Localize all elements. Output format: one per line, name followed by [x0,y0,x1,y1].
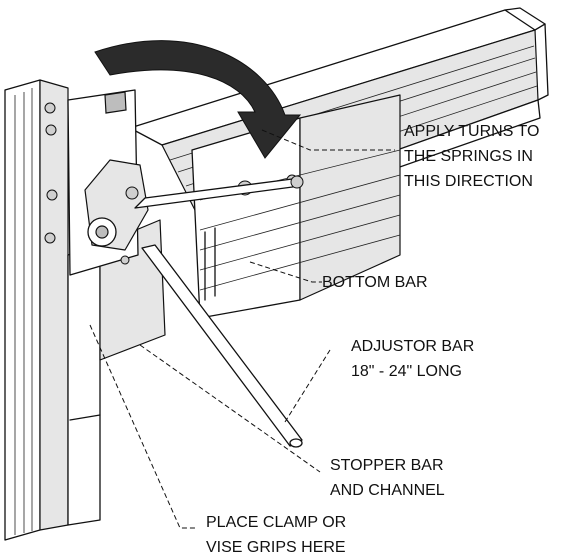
clamp-line-1: PLACE CLAMP OR [206,514,346,531]
stopper-bar-line-1: STOPPER BAR [330,457,444,474]
bottom-bar-text: BOTTOM BAR [322,274,428,291]
adjustor-bar [141,244,303,448]
label-bottom-bar: BOTTOM BAR [322,274,428,291]
winding-cone [84,159,149,265]
label-clamp: PLACE CLAMP OR VISE GRIPS HERE [206,514,346,556]
label-stopper-bar: STOPPER BAR AND CHANNEL [330,457,445,499]
adjustor-bar-line-1: ADJUSTOR BAR [351,338,474,355]
apply-turns-line-3: THIS DIRECTION [404,173,533,190]
adjustor-bar-line-2: 18" - 24" LONG [351,363,462,380]
leader-lines [89,129,395,529]
rotation-arrow [94,40,302,159]
label-adjustor-bar: ADJUSTOR BAR 18" - 24" LONG [351,338,474,380]
apply-turns-line-2: THE SPRINGS IN [404,148,533,165]
label-apply-turns: APPLY TURNS TO THE SPRINGS IN THIS DIREC… [404,123,539,190]
stopper-bar [134,175,304,209]
clamp-line-2: VISE GRIPS HERE [206,539,346,556]
bottom-bar-section [191,94,401,319]
stopper-bar-line-2: AND CHANNEL [330,482,445,499]
apply-turns-line-1: APPLY TURNS TO [404,123,539,140]
